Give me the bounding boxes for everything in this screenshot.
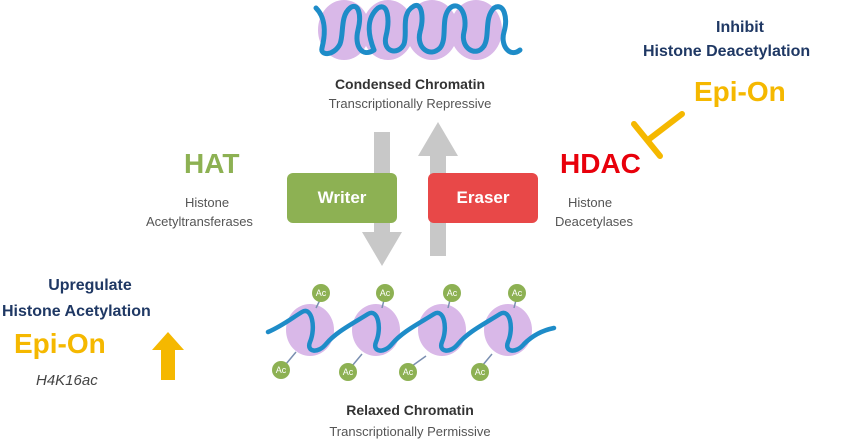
upregulate-line1: Upregulate — [48, 277, 132, 294]
ac-label: Ac — [512, 288, 523, 298]
inhibit-epi-on-label: Epi-On — [694, 76, 786, 107]
hat-desc-line1: Histone — [185, 195, 230, 210]
condensed-chromatin-graphic — [313, 0, 523, 60]
writer-label: Writer — [287, 173, 397, 223]
ac-label: Ac — [447, 288, 458, 298]
ac-label: Ac — [276, 365, 287, 375]
h4k16ac-label: H4K16ac — [36, 372, 98, 389]
relaxed-chromatin-title: Relaxed Chromatin — [346, 402, 474, 418]
upregulate-epi-on-label: Epi-On — [14, 328, 106, 359]
hdac-desc-line2: Deacetylases — [555, 214, 634, 229]
ac-label: Ac — [380, 288, 391, 298]
relaxed-chromatin-subtitle: Transcriptionally Permissive — [329, 424, 491, 439]
condensed-chromatin-subtitle: Transcriptionally Repressive — [328, 96, 492, 111]
up-arrow-icon — [152, 332, 184, 380]
ac-label: Ac — [316, 288, 327, 298]
hdac-label: HDAC — [560, 148, 641, 179]
eraser-label: Eraser — [428, 173, 538, 223]
inhibit-line2: Histone Deacetylation — [643, 43, 811, 60]
hat-label: HAT — [184, 148, 240, 179]
condensed-chromatin-title: Condensed Chromatin — [334, 76, 486, 92]
ac-label: Ac — [403, 367, 414, 377]
inhibition-bar-icon — [631, 111, 685, 159]
hat-desc-line2: Acetyltransferases — [146, 214, 253, 229]
ac-label: Ac — [475, 367, 486, 377]
inhibit-line1: Inhibit — [716, 19, 764, 36]
ac-label: Ac — [343, 367, 354, 377]
upregulate-line2: Histone Acetylation — [2, 303, 151, 320]
relaxed-chromatin-graphic: Ac Ac Ac Ac Ac Ac Ac Ac — [265, 284, 557, 381]
hdac-desc-line1: Histone — [568, 195, 613, 210]
